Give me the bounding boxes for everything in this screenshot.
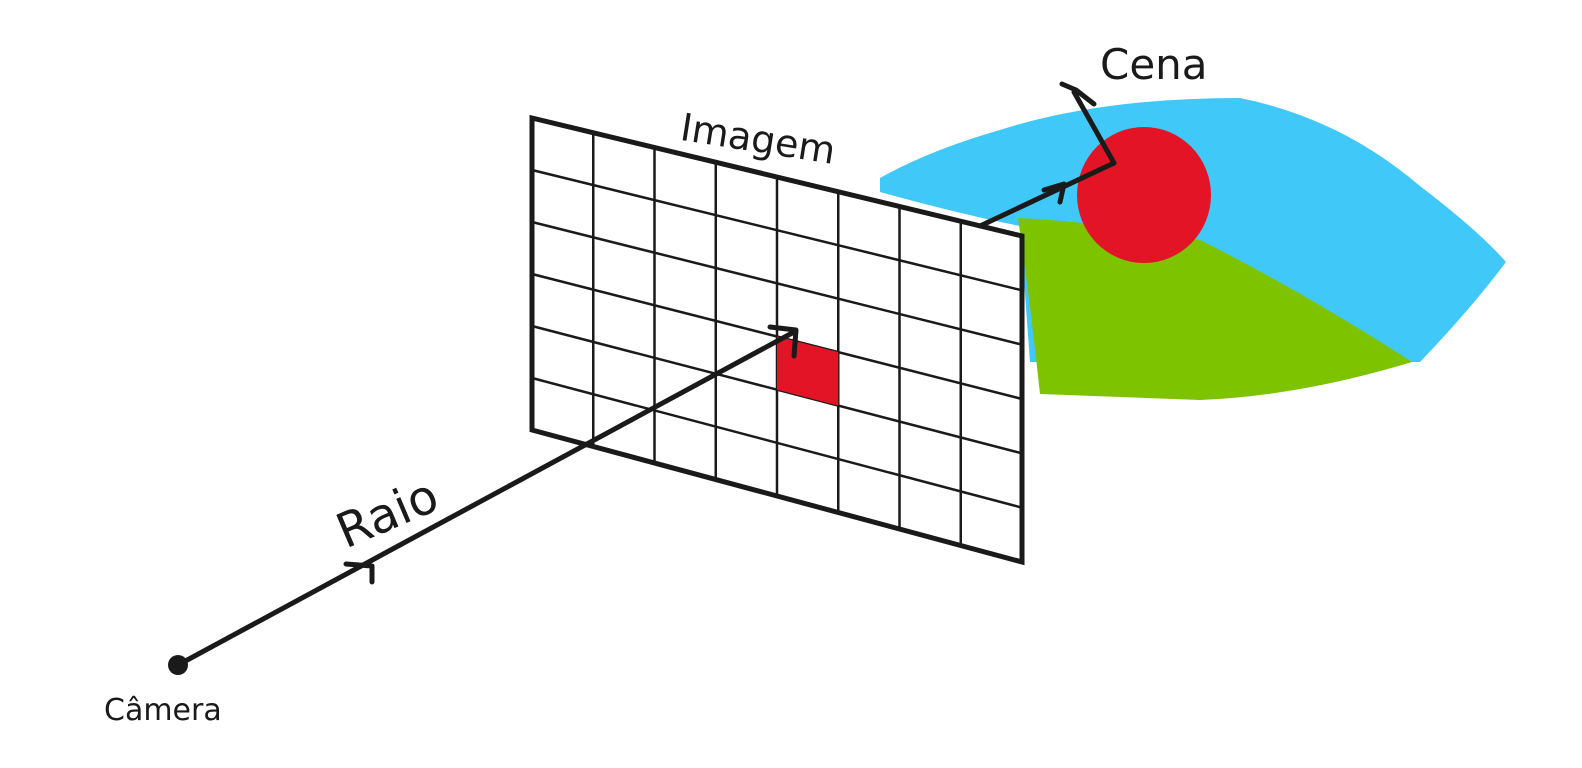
ray-arrowhead-icon	[767, 324, 799, 359]
reflected-ray-arrow-icon	[1059, 81, 1097, 107]
grid-row-line	[530, 324, 1024, 455]
ray-line	[175, 329, 797, 668]
scene-label: Cena	[1100, 40, 1208, 89]
scene-grass	[1018, 218, 1412, 400]
grid-row-line	[530, 220, 1024, 346]
grid-row-line	[530, 168, 1024, 292]
image-plane-border	[529, 114, 1025, 566]
ray-scene-arrow-icon	[1041, 181, 1067, 205]
highlighted-pixel	[777, 336, 839, 406]
ray-direction-arrow-icon	[343, 561, 375, 585]
reflected-ray	[1071, 89, 1117, 166]
camera-label: Câmera	[104, 693, 222, 728]
scene-sphere	[1077, 127, 1211, 263]
grid-row-line	[530, 376, 1024, 509]
camera-icon	[168, 655, 188, 675]
ray-into-scene	[977, 160, 1117, 229]
